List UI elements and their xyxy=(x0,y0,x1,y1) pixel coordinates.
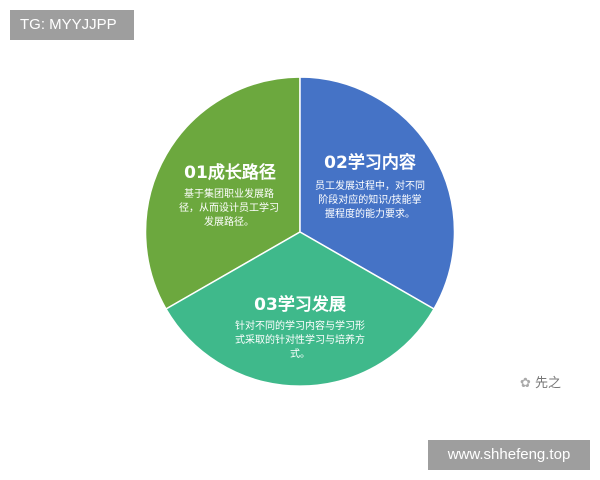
segment-1-title: 01成长路径 xyxy=(184,163,276,183)
watermark-text: 先之 xyxy=(535,376,562,391)
wechat-icon: ✿ xyxy=(520,376,536,391)
segment-2-desc: 员工发展过程中，对不同阶段对应的知识/技能掌握程度的能力要求。 xyxy=(315,181,425,220)
segment-3-title: 03学习发展 xyxy=(254,295,346,315)
segment-1-desc: 基于集团职业发展路径，从而设计员工学习发展路径。 xyxy=(179,189,279,228)
segment-learning-content xyxy=(299,76,456,311)
segment-growth-path xyxy=(144,76,301,311)
top-tag: TG: MYYJJPP xyxy=(10,10,134,40)
segment-2-title: 02学习内容 xyxy=(324,153,416,173)
segment-learning-development xyxy=(164,231,436,387)
watermark: ✿ 先之 xyxy=(520,372,561,391)
segment-3-desc: 针对不同的学习内容与学习形式采取的针对性学习与培养方式。 xyxy=(235,321,365,360)
site-tag: www.shhefeng.top xyxy=(428,440,590,470)
